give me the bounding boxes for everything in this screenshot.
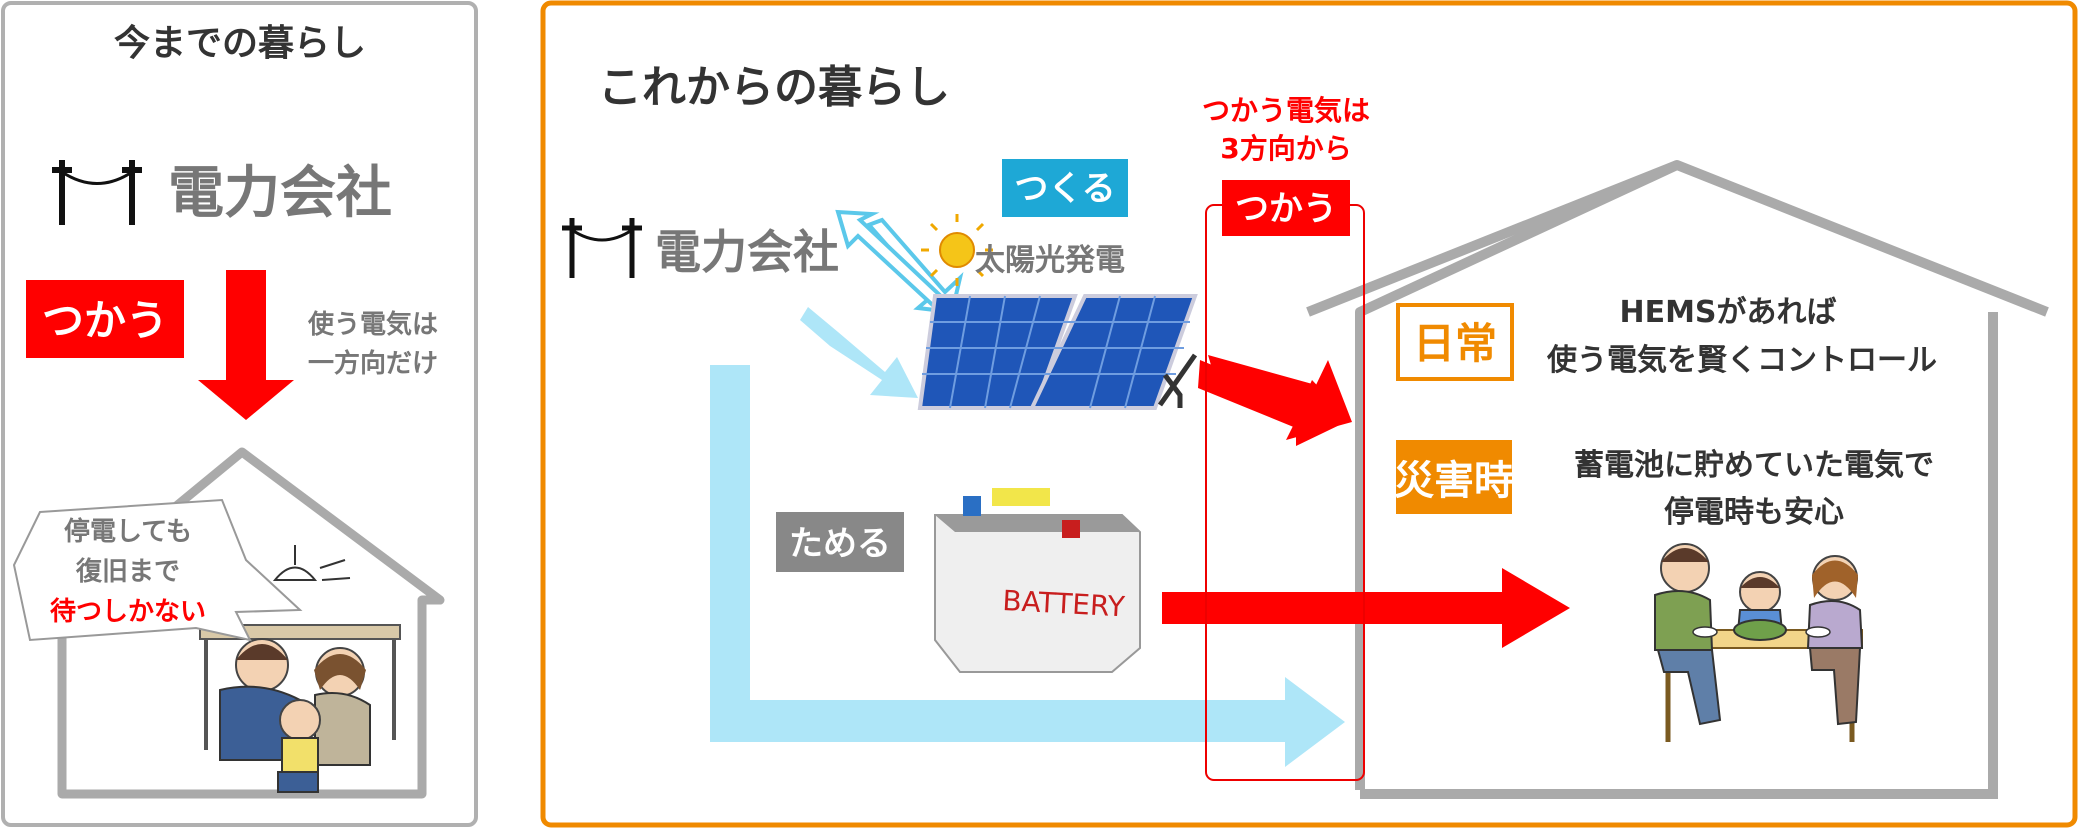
- left-panel-title: 今までの暮らし: [114, 23, 366, 64]
- solar-to-house-arrow-main: [1198, 360, 1350, 446]
- solar-label: 太陽光発電: [975, 243, 1125, 278]
- bubble-line2: 復旧まで: [75, 556, 180, 587]
- right-house-walls: [1360, 312, 1998, 799]
- make-badge: [1002, 159, 1128, 217]
- right-company-label: 電力会社: [655, 225, 839, 279]
- family-dining-illustration: [1654, 543, 1864, 742]
- use-heading-line2: 3方向から: [1220, 132, 1351, 165]
- battery-label: BATTERY: [1002, 584, 1127, 623]
- left-family-illustration: [199, 624, 401, 793]
- hems-line1: HEMSがあれば: [1619, 295, 1836, 330]
- disaster-badge-label: 災害時: [1394, 458, 1514, 504]
- left-use-badge-label: つかう: [42, 296, 168, 345]
- left-use-badge: [26, 280, 184, 358]
- grid-power-arrow: [710, 365, 1345, 767]
- battery-to-house-arrow: [1162, 568, 1570, 648]
- utility-pole-icon-right: [562, 218, 642, 278]
- grid-to-solar-arrow: [800, 307, 918, 398]
- right-house-roof: [1355, 160, 2049, 790]
- left-note-line2: 一方向だけ: [308, 348, 438, 379]
- left-speech-bubble: [12, 498, 303, 642]
- use-badge: [1222, 180, 1350, 236]
- use-heading-line1: つかう電気は: [1202, 94, 1370, 127]
- disaster-line1: 蓄電池に貯めていた電気で: [1574, 448, 1934, 483]
- right-panel: これからの暮らし 電力会社 つくる: [540, 0, 2078, 828]
- sell-power-arrow-head: [835, 209, 948, 314]
- left-company-label: 電力会社: [168, 161, 392, 226]
- daily-badge-label: 日常: [1413, 319, 1497, 368]
- store-badge: [776, 512, 904, 572]
- left-panel: 今までの暮らし 電力会社 つかう 使う電気は 一方向だけ: [1, 1, 478, 827]
- store-badge-label: ためる: [789, 524, 891, 564]
- bubble-line3: 待つしかない: [50, 597, 206, 627]
- right-house-roof-left: [1306, 160, 1679, 317]
- daily-badge: [1396, 303, 1514, 381]
- lamp-icon: [272, 545, 351, 581]
- hems-line2: 使う電気を賢くコントロール: [1546, 343, 1937, 378]
- sun-icon: [921, 214, 993, 286]
- left-note-line1: 使う電気は: [307, 309, 438, 340]
- right-panel-title: これからの暮らし: [598, 62, 950, 113]
- disaster-badge: [1396, 440, 1512, 514]
- solar-panel-illustration: [917, 294, 1198, 410]
- use-badge-label: つかう: [1235, 189, 1337, 229]
- bubble-line1: 停電しても: [64, 516, 192, 547]
- disaster-line2: 停電時も安心: [1664, 495, 1844, 530]
- utility-pole-icon: [52, 160, 142, 225]
- battery-illustration: BATTERY: [934, 488, 1141, 673]
- left-down-arrow: [198, 270, 294, 420]
- make-badge-label: つくる: [1014, 169, 1115, 209]
